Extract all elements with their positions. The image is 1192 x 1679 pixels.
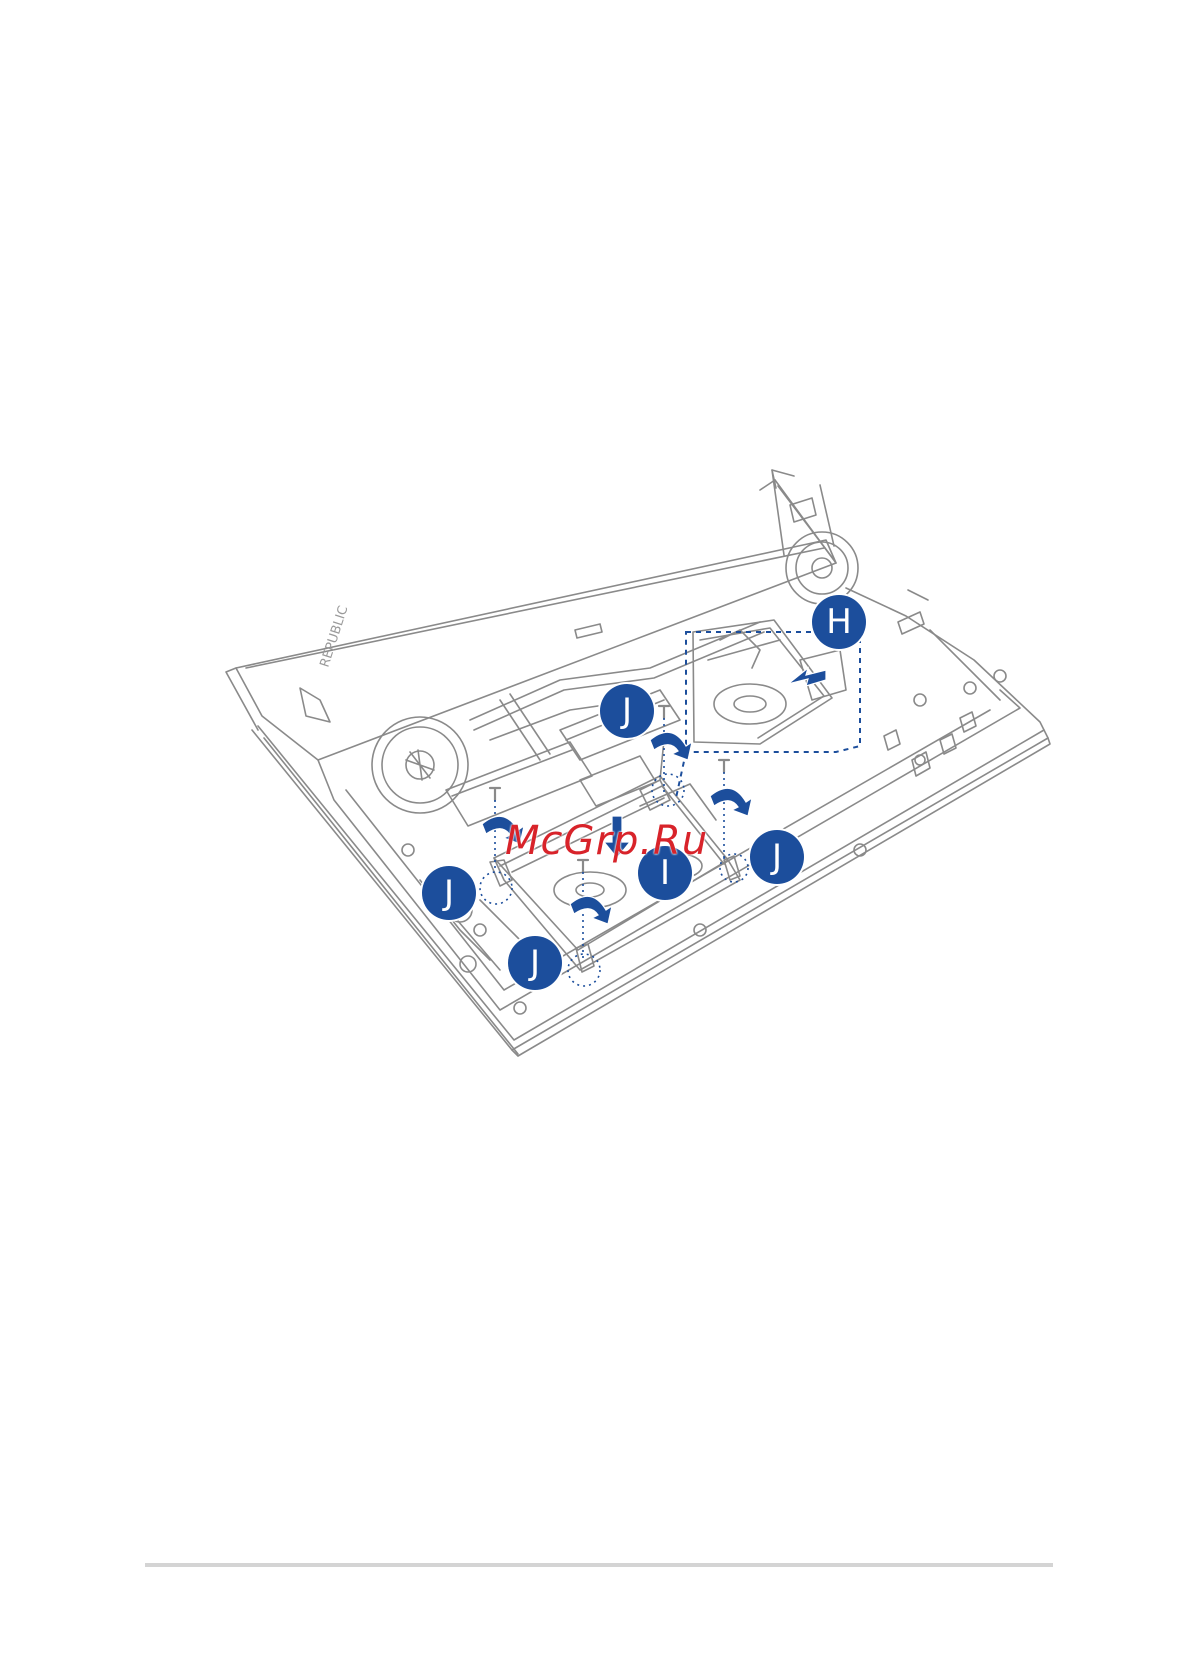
- rotate-arrow-icon: [710, 788, 752, 816]
- svg-text:REPUBLIC: REPUBLIC: [318, 604, 352, 669]
- cropped-footer-strip: [30, 1672, 230, 1679]
- step-badge-j-upper: J: [600, 684, 654, 738]
- step-badge-j-bottom: J: [508, 936, 562, 990]
- step-badge-j-right: J: [750, 830, 804, 884]
- step-badge-j-left: J: [422, 866, 476, 920]
- step-badge-h: H: [812, 595, 866, 649]
- footer-rule: [145, 1563, 1053, 1567]
- watermark-text: McGrp.Ru: [505, 818, 708, 864]
- rotate-arrow-icon: [570, 896, 612, 924]
- rotate-arrow-icon: [650, 732, 692, 760]
